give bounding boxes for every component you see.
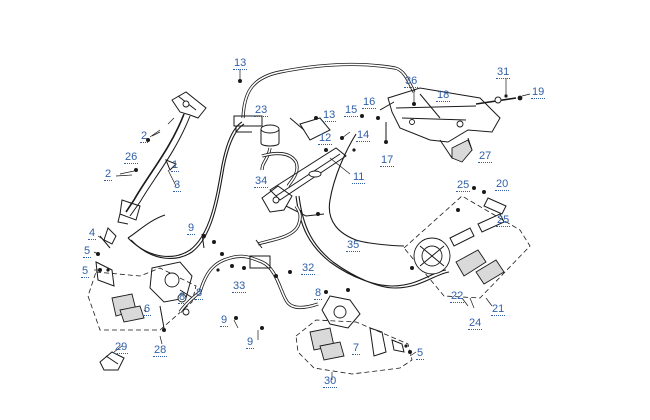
reservoir-assembly [233,115,351,187]
callout-24[interactable]: 24 [468,317,483,330]
callout-8-right[interactable]: 8 [314,287,323,300]
rear-brake-cable [238,62,416,119]
callout-25-upper[interactable]: 25 [456,179,471,192]
left-caliper-assembly [87,233,216,371]
callout-32[interactable]: 32 [301,262,316,275]
callout-12[interactable]: 12 [318,132,333,145]
callout-1[interactable]: 1 [171,159,180,172]
callout-22[interactable]: 22 [450,290,465,303]
callout-3[interactable]: 3 [173,179,182,192]
callout-30[interactable]: 30 [323,375,338,388]
callout-35[interactable]: 35 [346,239,361,252]
callout-29[interactable]: 29 [114,341,129,354]
callout-36[interactable]: 36 [404,75,419,88]
callout-6[interactable]: 6 [143,303,152,316]
right-caliper-assembly [403,186,531,309]
front-brake-hoses [178,205,319,329]
callout-2-upper[interactable]: 2 [140,130,149,143]
leader-lines [93,131,493,357]
rear-caliper-assembly [257,288,413,380]
callout-31[interactable]: 31 [496,66,511,79]
callout-20[interactable]: 20 [495,178,510,191]
callout-16[interactable]: 16 [362,96,377,109]
callout-7[interactable]: 7 [352,342,361,355]
callout-27[interactable]: 27 [478,150,493,163]
hose-3 [127,121,245,259]
callout-8-center[interactable]: 8 [195,287,204,300]
callout-9-middle[interactable]: 9 [220,314,229,327]
callout-5-middle[interactable]: 5 [81,265,90,278]
callout-5-lower[interactable]: 5 [416,347,425,360]
callout-21[interactable]: 21 [491,303,506,316]
callout-19[interactable]: 19 [531,86,546,99]
hose-35 [295,133,450,289]
callout-4[interactable]: 4 [88,227,97,240]
callout-33[interactable]: 33 [232,280,247,293]
callout-15[interactable]: 15 [344,104,359,117]
callout-28[interactable]: 28 [153,344,168,357]
callout-18[interactable]: 18 [436,89,451,102]
callout-5-upper[interactable]: 5 [83,245,92,258]
callout-34[interactable]: 34 [254,175,269,188]
callout-25-lower[interactable]: 25 [496,214,511,227]
callout-17[interactable]: 17 [380,154,395,167]
callout-9-bottom[interactable]: 9 [246,336,255,349]
callout-9-top[interactable]: 9 [187,222,196,235]
master-cylinder [261,147,356,217]
callout-26[interactable]: 26 [124,151,139,164]
callout-13-top[interactable]: 13 [233,57,248,70]
brake-rod [99,214,166,249]
callout-11[interactable]: 11 [352,171,366,184]
callout-13-center[interactable]: 13 [322,109,337,122]
callout-23[interactable]: 23 [254,104,269,117]
callout-14[interactable]: 14 [356,129,371,142]
callout-8-left[interactable]: 8 [178,291,187,304]
hand-brake-lever [360,78,531,163]
foot-brake-lever [117,91,207,225]
callout-2-lower[interactable]: 2 [104,168,113,181]
